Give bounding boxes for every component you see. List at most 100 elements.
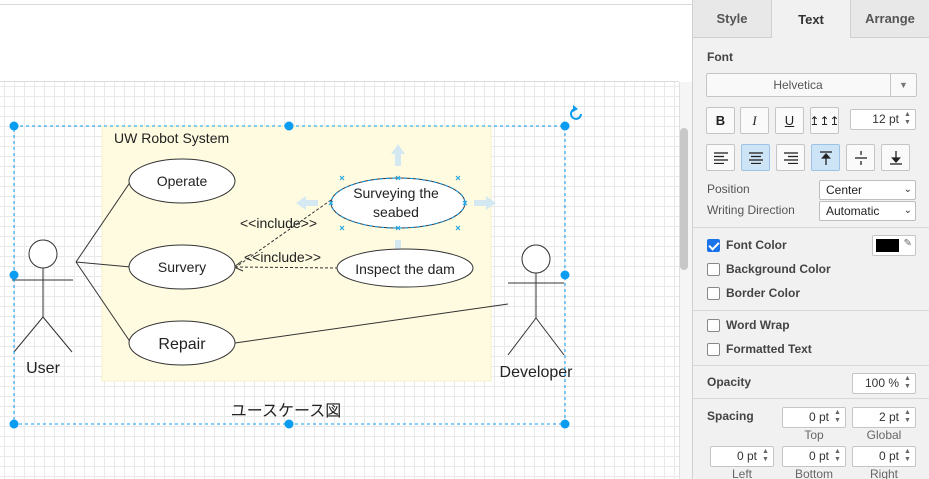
- divider: [693, 365, 929, 366]
- format-panel: Style Text Arrange Font Helvetica ▼ B I …: [692, 0, 929, 479]
- position-value: Center: [826, 183, 863, 197]
- background-color-checkbox[interactable]: Background Color: [707, 262, 831, 276]
- tab-arrange[interactable]: Arrange: [851, 0, 929, 38]
- usecase-repair[interactable]: [128, 320, 236, 366]
- chevron-down-icon: ⌄: [903, 205, 912, 216]
- tab-style[interactable]: Style: [693, 0, 772, 38]
- vertical-text-button[interactable]: ↥↥↥: [809, 107, 840, 134]
- opacity-value: 100 %: [864, 376, 899, 390]
- position-select[interactable]: Center ⌄: [819, 180, 916, 200]
- vertical-scrollbar-thumb[interactable]: [680, 128, 688, 270]
- stepper-icon[interactable]: ▲▼: [904, 409, 911, 424]
- writing-direction-select[interactable]: Automatic ⌄: [819, 201, 916, 221]
- stepper-icon[interactable]: ▲▼: [834, 409, 841, 424]
- spacing-right-input[interactable]: 0 pt ▲▼: [852, 446, 916, 467]
- left-caption: Left: [731, 467, 752, 479]
- bottom-caption: Bottom: [794, 467, 833, 479]
- actor-user[interactable]: [12, 239, 73, 353]
- system-label: UW Robot System: [114, 130, 229, 146]
- diagram-canvas[interactable]: UW Robot System <<include>> <<include>> …: [0, 82, 679, 479]
- chevron-down-icon[interactable]: ▼: [890, 74, 916, 96]
- stepper-icon[interactable]: ▲▼: [762, 448, 769, 463]
- word-wrap-checkbox[interactable]: Word Wrap: [707, 318, 790, 332]
- include-edge-2[interactable]: [235, 266, 339, 269]
- checkbox-checked-icon[interactable]: [707, 238, 720, 252]
- align-left-button[interactable]: [706, 144, 735, 171]
- align-bottom-button[interactable]: [881, 144, 910, 171]
- assoc-user-repair[interactable]: [75, 261, 132, 344]
- align-top-button[interactable]: [811, 144, 840, 171]
- checkbox-icon[interactable]: [707, 286, 720, 300]
- font-family-select[interactable]: Helvetica ▼: [706, 73, 917, 97]
- spacing-top-input[interactable]: 0 pt ▲▼: [782, 407, 846, 428]
- usecase-operate[interactable]: [128, 158, 236, 204]
- align-bottom-icon: [889, 150, 902, 165]
- usecase-surveying-label-1: Surveying the: [353, 185, 439, 201]
- actor-user-label: User: [26, 360, 60, 377]
- spacing-bottom-input[interactable]: 0 pt ▲▼: [782, 446, 846, 467]
- font-size-input[interactable]: 12 pt ▲▼: [850, 109, 916, 130]
- include-edge-1[interactable]: [235, 199, 332, 268]
- spacing-left-value: 0 pt: [736, 449, 757, 463]
- assoc-dev-repair[interactable]: [234, 303, 509, 344]
- word-wrap-label: Word Wrap: [726, 318, 790, 332]
- align-right-button[interactable]: [776, 144, 805, 171]
- writing-direction-value: Automatic: [826, 204, 880, 218]
- selection-markers[interactable]: [328, 175, 468, 231]
- italic-button[interactable]: I: [740, 107, 769, 134]
- usecase-survery[interactable]: [128, 244, 236, 290]
- diagram-svg[interactable]: UW Robot System <<include>> <<include>> …: [0, 82, 679, 479]
- spacing-left-input[interactable]: 0 pt ▲▼: [710, 446, 774, 467]
- spacing-label: Spacing: [707, 409, 754, 423]
- font-color-picker[interactable]: ✎: [872, 235, 916, 256]
- spacing-global-value: 2 pt: [878, 410, 899, 424]
- align-middle-button[interactable]: [846, 144, 875, 171]
- pencil-icon: ✎: [903, 238, 912, 249]
- actor-developer[interactable]: [507, 244, 565, 356]
- font-family-value: Helvetica: [773, 78, 823, 92]
- divider: [693, 227, 929, 228]
- border-color-checkbox[interactable]: Border Color: [707, 286, 800, 300]
- rotate-handle-icon[interactable]: [570, 105, 582, 120]
- top-toolbar: [0, 0, 692, 5]
- align-center-button[interactable]: [741, 144, 770, 171]
- background-color-label: Background Color: [726, 262, 831, 276]
- stepper-icon[interactable]: ▲▼: [834, 448, 841, 463]
- stepper-icon[interactable]: ▲▼: [904, 448, 911, 463]
- diagram-caption: ユースケース図: [231, 401, 341, 420]
- stepper-icon[interactable]: ▲▼: [904, 111, 911, 126]
- tab-text[interactable]: Text: [772, 0, 851, 38]
- include-label-2: <<include>>: [244, 249, 321, 265]
- usecase-inspect[interactable]: [336, 248, 474, 288]
- assoc-user-operate[interactable]: [75, 180, 132, 263]
- chevron-down-icon: ⌄: [903, 184, 912, 195]
- actor-developer-label: Developer: [500, 364, 574, 381]
- align-middle-icon: [854, 150, 867, 165]
- global-caption: Global: [866, 428, 902, 442]
- border-color-label: Border Color: [726, 286, 801, 300]
- opacity-input[interactable]: 100 % ▲▼: [852, 373, 916, 394]
- toolbar-area: [0, 5, 679, 82]
- formatted-text-checkbox[interactable]: Formatted Text: [707, 342, 812, 356]
- usecase-survery-label: Survery: [158, 259, 206, 275]
- bold-button[interactable]: B: [706, 107, 735, 134]
- spacing-top-value: 0 pt: [808, 410, 829, 424]
- stepper-icon[interactable]: ▲▼: [904, 375, 911, 390]
- checkbox-icon[interactable]: [707, 318, 720, 332]
- font-section-title: Font: [707, 50, 733, 64]
- underline-button[interactable]: U: [775, 107, 804, 134]
- usecase-surveying-label-2: seabed: [373, 204, 419, 220]
- assoc-user-survery[interactable]: [75, 261, 132, 268]
- spacing-right-value: 0 pt: [878, 449, 899, 463]
- include-label-1: <<include>>: [240, 215, 317, 231]
- font-color-label: Font Color: [726, 238, 787, 252]
- checkbox-icon[interactable]: [707, 342, 720, 356]
- top-caption: Top: [804, 428, 824, 442]
- usecase-repair-label: Repair: [158, 336, 206, 353]
- font-color-swatch: [876, 239, 899, 252]
- font-color-checkbox[interactable]: Font Color: [707, 238, 787, 252]
- spacing-global-input[interactable]: 2 pt ▲▼: [852, 407, 916, 428]
- resize-handles[interactable]: [9, 121, 570, 429]
- checkbox-icon[interactable]: [707, 262, 720, 276]
- formatted-text-label: Formatted Text: [726, 342, 812, 356]
